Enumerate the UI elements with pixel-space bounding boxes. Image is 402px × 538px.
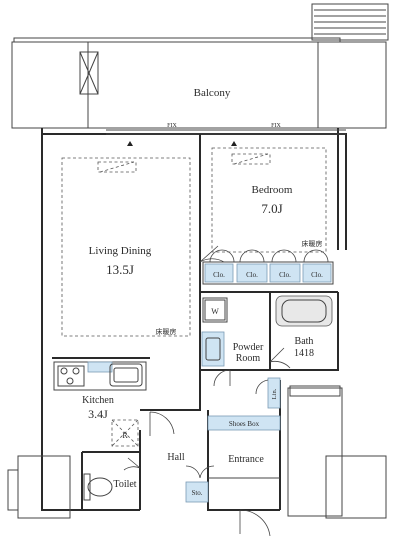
vent-icons — [97, 153, 271, 173]
refrigerator-label: R — [122, 431, 128, 440]
stove-icon — [57, 365, 85, 387]
powder-room-door — [213, 369, 231, 387]
powder-room-label-line1: Powder — [233, 342, 264, 353]
lower-columns — [7, 455, 387, 519]
closet-label-3: Clo. — [279, 271, 291, 279]
linen-closet: Lin. — [255, 377, 281, 409]
hall-label: Hall — [167, 452, 184, 463]
interior-walls — [52, 134, 343, 517]
refrigerator-icon: R — [111, 419, 139, 447]
toilet-label: Toilet — [113, 479, 136, 490]
exterior-walls: FIX FIX — [41, 123, 347, 511]
balcony-area: Balcony — [11, 3, 389, 129]
fix-window-left-label: FIX — [167, 123, 177, 129]
living-dining-label: Living Dining — [89, 245, 152, 257]
bedroom-size: 7.0J — [261, 201, 282, 216]
closet-label-1: Clo. — [213, 271, 225, 279]
balcony-label: Balcony — [194, 87, 231, 99]
kitchen-sink-icon — [109, 363, 143, 387]
entrance-inner-door — [185, 465, 215, 479]
powder-room-label-line2: Room — [236, 353, 261, 364]
toilet-icon — [83, 473, 113, 501]
closet-label-4: Clo. — [311, 271, 323, 279]
closets: Clo. Clo. Clo. Clo. — [204, 249, 332, 283]
washer-icon: W — [202, 297, 228, 323]
bedroom-label: Bedroom — [252, 184, 293, 196]
bedroom-door — [199, 245, 225, 263]
entrance-label: Entrance — [228, 454, 264, 465]
bedroom-floor-heating-zone — [211, 147, 327, 253]
bath-label: Bath — [295, 336, 314, 347]
living-floor-heating-zone — [61, 157, 191, 337]
bedroom-floor-heating-label: 床暖房 — [302, 239, 323, 248]
storage-closet: Sto. — [185, 481, 209, 503]
bathtub-icon — [275, 295, 333, 327]
kitchen-size: 3.4J — [88, 407, 108, 421]
storage-label: Sto. — [191, 489, 202, 497]
closet-label-2: Clo. — [246, 271, 258, 279]
hall-door — [149, 411, 175, 436]
toilet-door — [123, 457, 141, 471]
washer-label: W — [211, 307, 219, 316]
bath-door — [269, 347, 291, 369]
front-door — [239, 509, 271, 537]
kitchen-counter — [53, 361, 147, 391]
bath-size: 1418 — [294, 348, 314, 359]
shoes-box: Shoes Box — [207, 415, 281, 431]
fix-window-right-label: FIX — [271, 123, 281, 129]
kitchen-label: Kitchen — [82, 395, 114, 406]
powder-sink-icon — [201, 331, 225, 367]
shoes-box-label: Shoes Box — [229, 420, 260, 428]
living-dining-size: 13.5J — [106, 262, 134, 277]
living-floor-heating-label: 床暖房 — [156, 327, 177, 336]
linen-label: Lin. — [271, 388, 278, 399]
